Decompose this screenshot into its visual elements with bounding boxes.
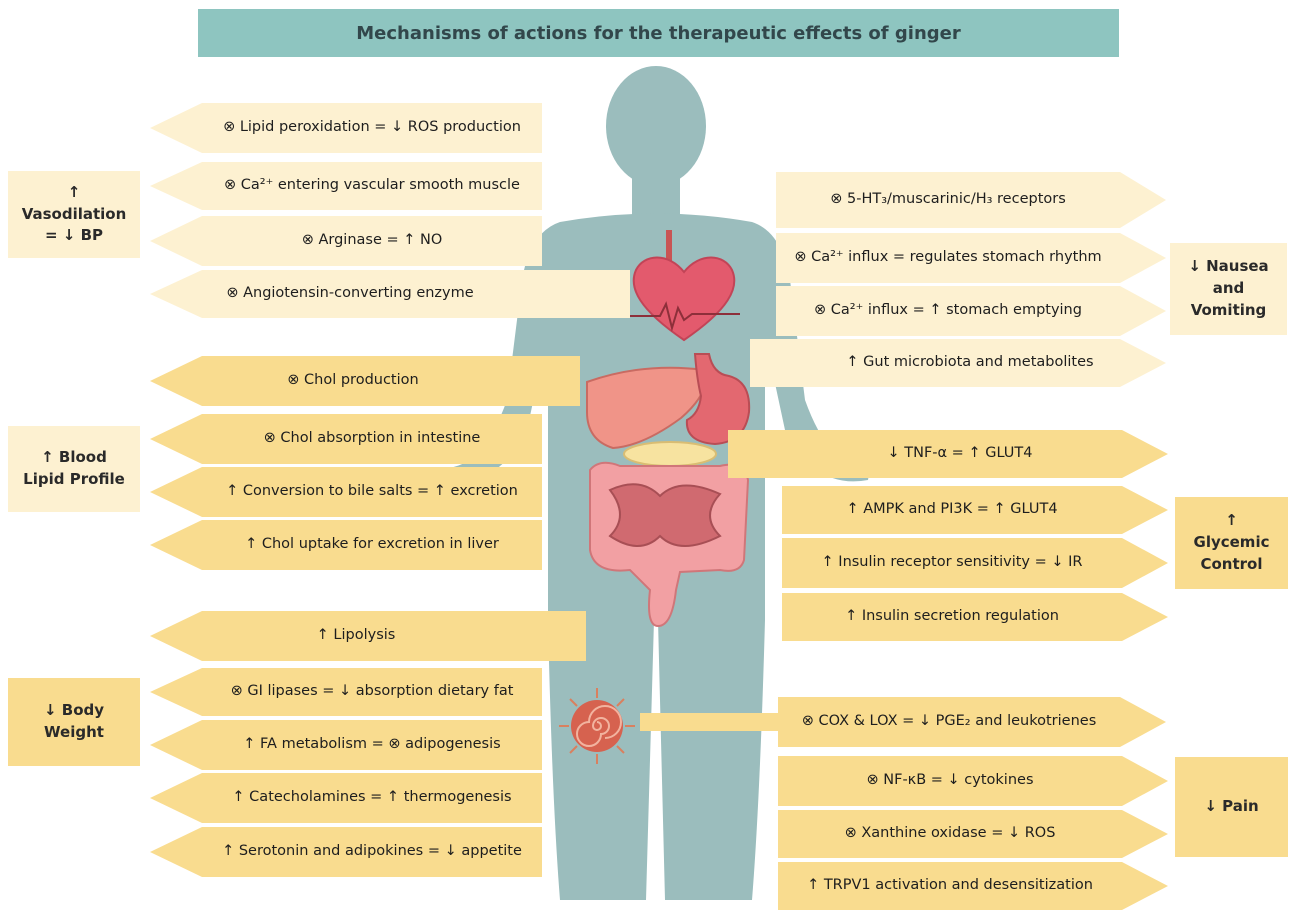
mechanism-gi-lipases: ⊗ GI lipases = ↓ absorption dietary fat xyxy=(150,668,542,716)
outcome-nausea: ↓ Nausea and Vomiting xyxy=(1170,243,1287,335)
mechanism-lipolysis: ↑ Lipolysis xyxy=(150,611,586,661)
outcome-glycemic: ↑ Glycemic Control xyxy=(1175,497,1288,589)
mechanism-bile-salts: ↑ Conversion to bile salts = ↑ excretion xyxy=(150,467,542,517)
mechanism-chol-absorption: ⊗ Chol absorption in intestine xyxy=(150,414,542,464)
mechanism-ace: ⊗ Angiotensin-converting enzyme xyxy=(150,270,630,318)
mechanism-insulin-sensitivity: ↑ Insulin receptor sensitivity = ↓ IR xyxy=(782,538,1168,588)
outcome-blood-lipid: ↑ Blood Lipid Profile xyxy=(8,426,140,512)
mechanism-ca-stomach-emptying: ⊗ Ca²⁺ influx = ↑ stomach emptying xyxy=(776,286,1166,336)
outcome-vasodilation: ↑ Vasodilation = ↓ BP xyxy=(8,171,140,258)
mechanism-serotonin: ↑ Serotonin and adipokines = ↓ appetite xyxy=(150,827,542,877)
mechanism-ca-stomach-rhythm: ⊗ Ca²⁺ influx = regulates stomach rhythm xyxy=(776,233,1166,283)
joint-icon xyxy=(557,686,637,766)
outcome-body-weight: ↓ Body Weight xyxy=(8,678,140,766)
mechanism-trpv1: ↑ TRPV1 activation and desensitization xyxy=(778,862,1168,910)
mechanism-ampk-pi3k: ↑ AMPK and PI3K = ↑ GLUT4 xyxy=(782,486,1168,534)
diagram-title: Mechanisms of actions for the therapeuti… xyxy=(198,9,1119,57)
mechanism-5ht3: ⊗ 5-HT₃/muscarinic/H₃ receptors xyxy=(776,172,1166,228)
mechanism-chol-production: ⊗ Chol production xyxy=(150,356,580,406)
mechanism-catecholamines: ↑ Catecholamines = ↑ thermogenesis xyxy=(150,773,542,823)
mechanism-chol-uptake: ↑ Chol uptake for excretion in liver xyxy=(150,520,542,570)
heart-icon xyxy=(620,228,750,348)
mechanism-ca-vascular: ⊗ Ca²⁺ entering vascular smooth muscle xyxy=(150,162,542,210)
mechanism-fa-metabolism: ↑ FA metabolism = ⊗ adipogenesis xyxy=(150,720,542,770)
mechanism-insulin-secretion: ↑ Insulin secretion regulation xyxy=(782,593,1168,641)
outcome-pain: ↓ Pain xyxy=(1175,757,1288,857)
mechanism-xanthine-oxidase: ⊗ Xanthine oxidase = ↓ ROS xyxy=(778,810,1168,858)
mechanism-nf-kb: ⊗ NF-κB = ↓ cytokines xyxy=(778,756,1168,806)
mechanism-arginase: ⊗ Arginase = ↑ NO xyxy=(150,216,542,266)
mechanism-cox-lox: ⊗ COX & LOX = ↓ PGE₂ and leukotrienes xyxy=(640,697,1166,747)
mechanism-lipid-peroxidation: ⊗ Lipid peroxidation = ↓ ROS production xyxy=(150,103,542,153)
mechanism-gut-microbiota: ↑ Gut microbiota and metabolites xyxy=(750,339,1166,387)
mechanism-tnf-alpha: ↓ TNF-α = ↑ GLUT4 xyxy=(728,430,1168,478)
